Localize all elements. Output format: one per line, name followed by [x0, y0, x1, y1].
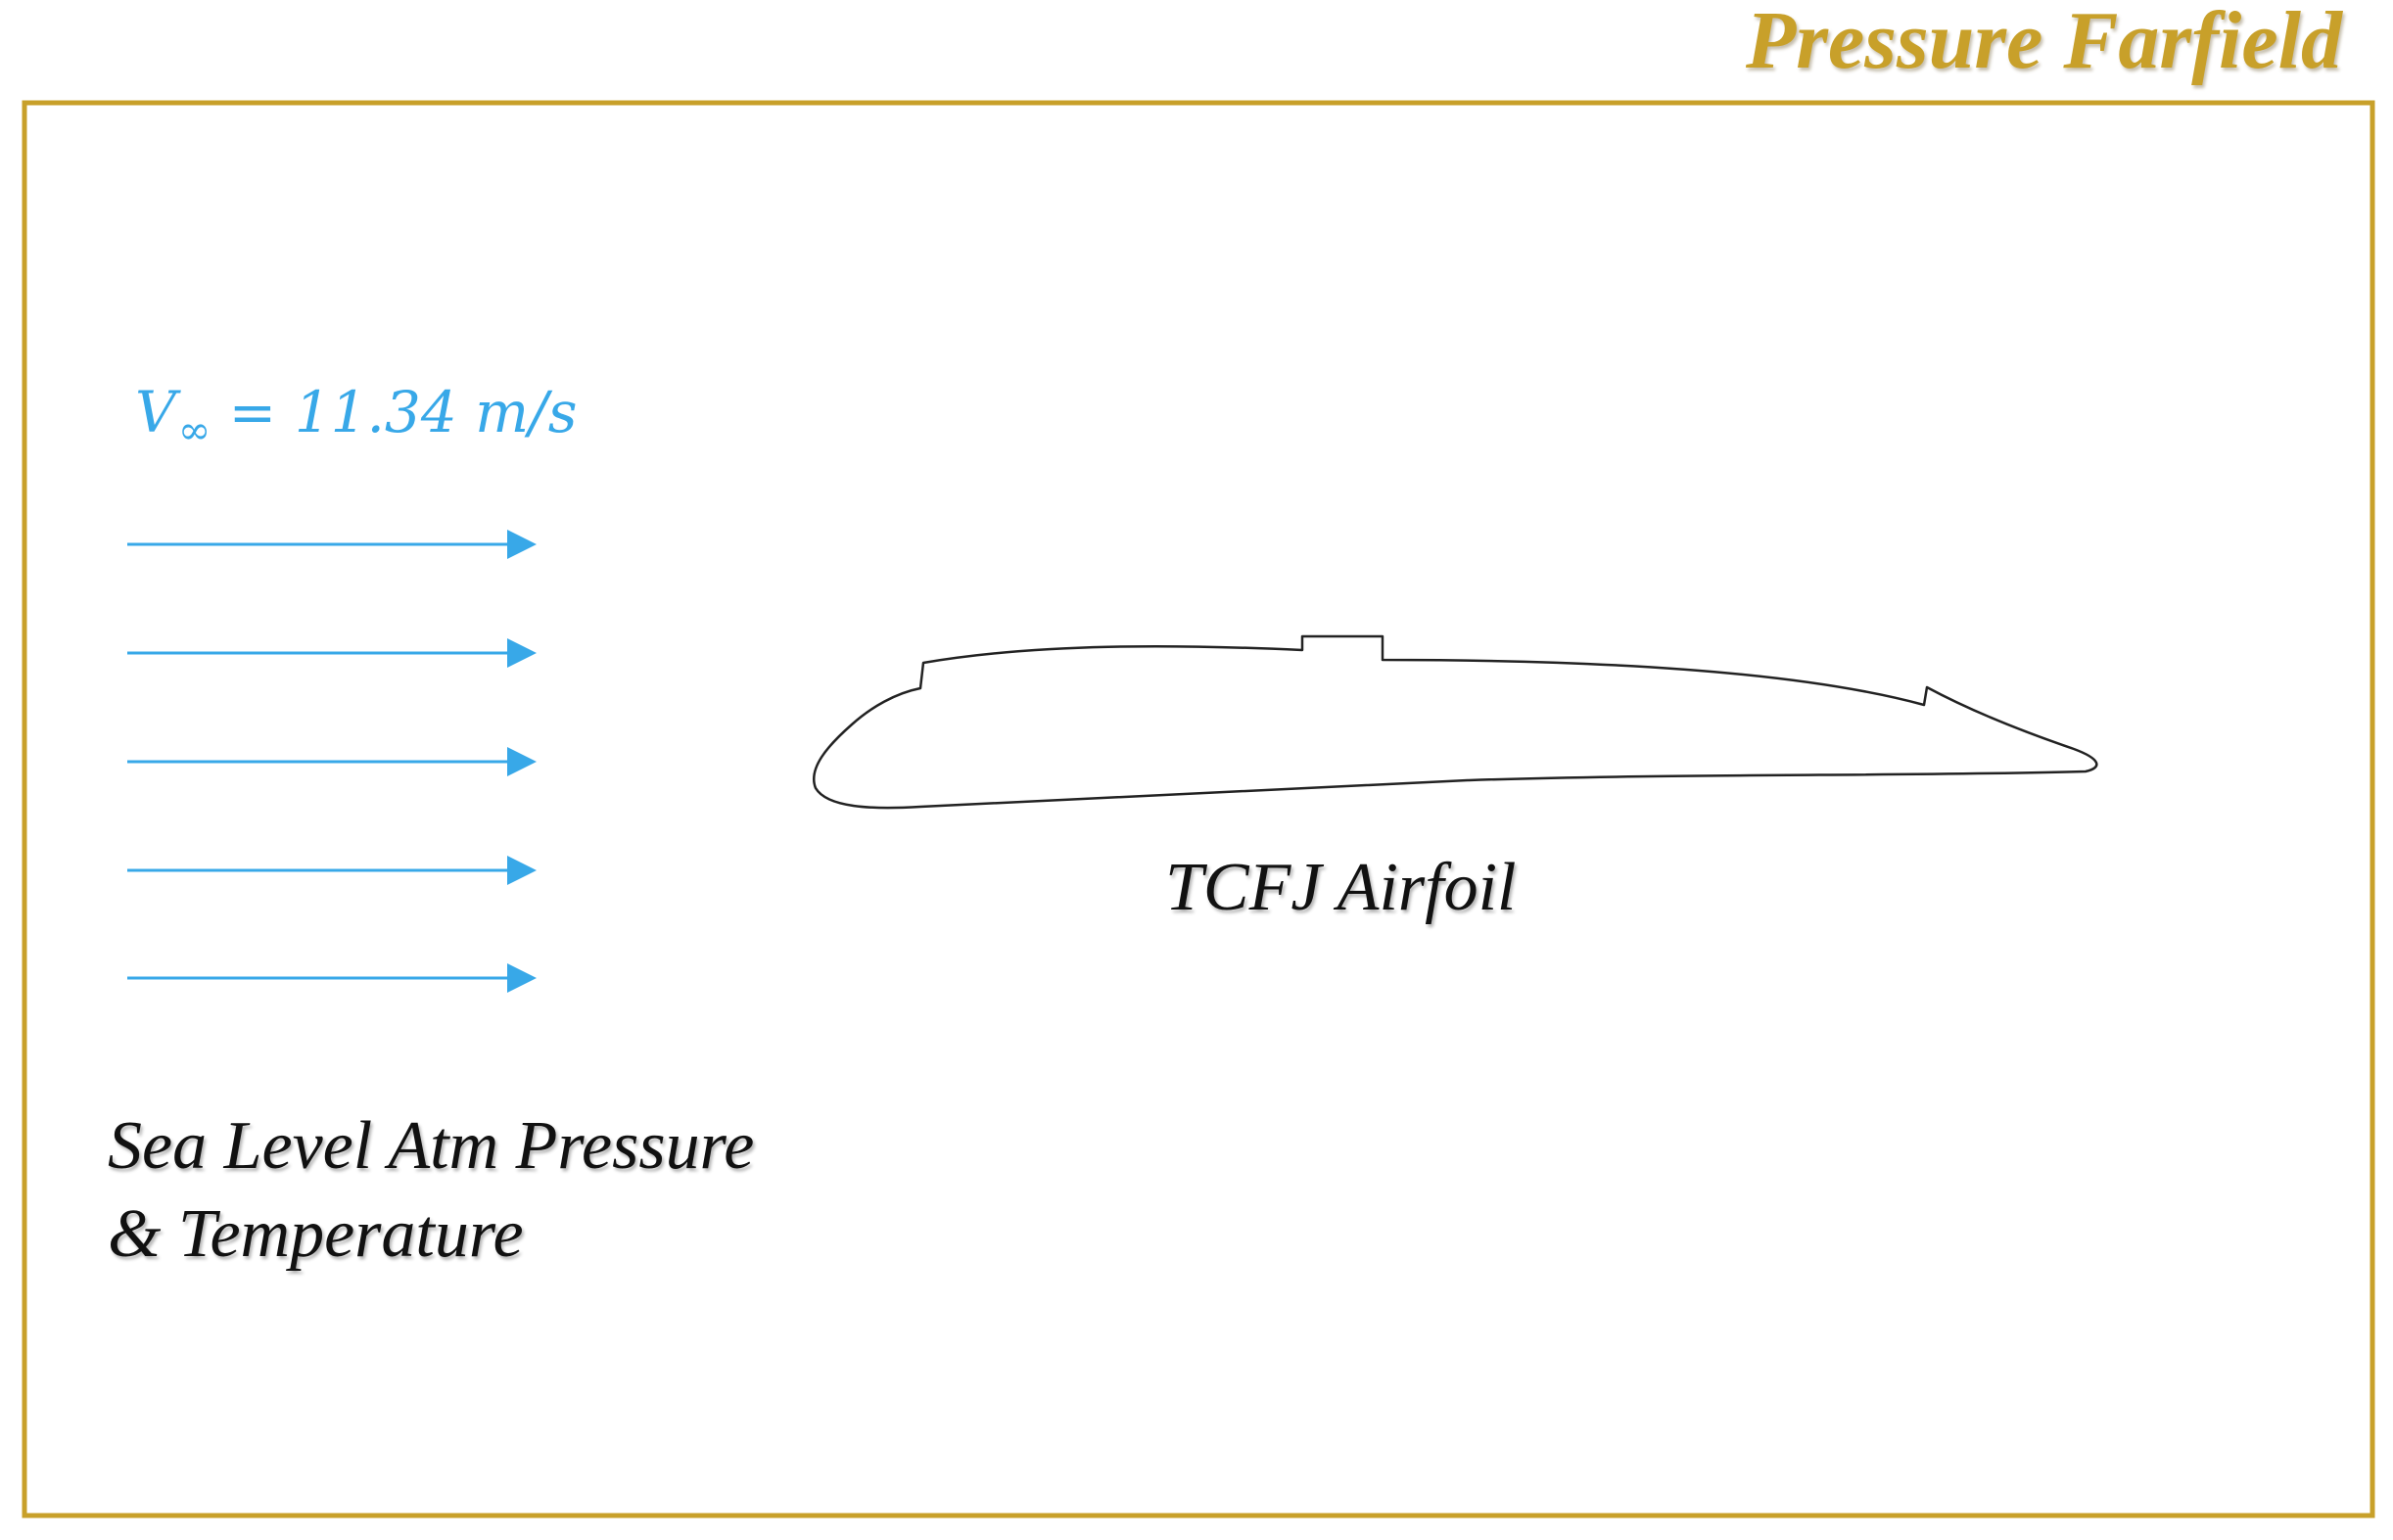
atmospheric-conditions: Sea Level Atm Pressure & Temperature: [108, 1102, 754, 1279]
velocity-equation: = 11.34 m/s: [228, 379, 578, 445]
airfoil-label: TCFJ Airfoil: [1165, 850, 1517, 925]
velocity-symbol: V: [135, 379, 176, 445]
farfield-boundary: [22, 100, 2375, 1518]
airfoil-outline: [813, 634, 2098, 810]
conditions-line-2: & Temperature: [108, 1196, 524, 1272]
conditions-line-1: Sea Level Atm Pressure: [108, 1108, 755, 1184]
flow-arrows: [127, 530, 537, 993]
freestream-velocity-label: V∞ = 11.34 m/s: [135, 384, 577, 450]
velocity-subscript: ∞: [177, 408, 211, 453]
farfield-title: Pressure Farfield: [1746, 0, 2342, 86]
